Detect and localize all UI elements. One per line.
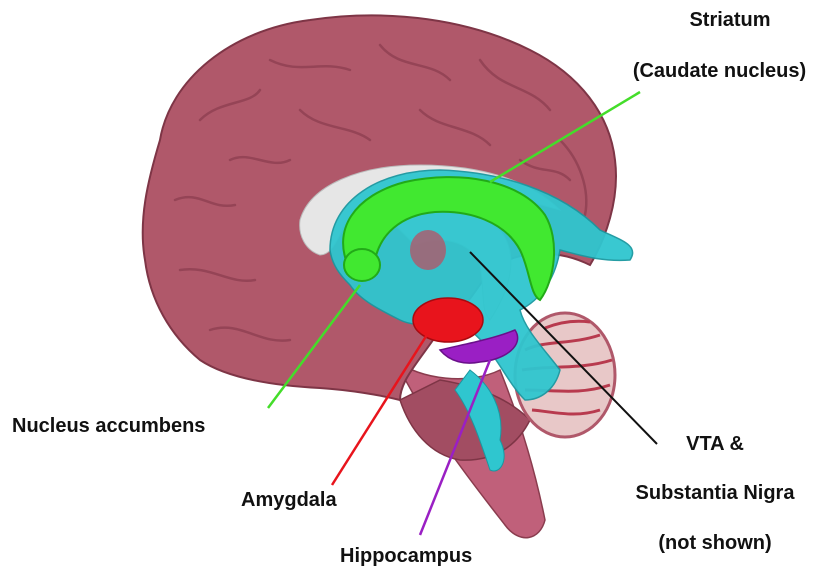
amygdala-label: Amygdala bbox=[241, 490, 337, 510]
striatum-label: Striatum bbox=[620, 10, 839, 30]
amygdala bbox=[413, 298, 483, 342]
striatum-label-line2: (Caudate nucleus) bbox=[600, 61, 839, 81]
striatum-label-line1: Striatum bbox=[620, 10, 839, 30]
vta-label-line1: VTA & bbox=[620, 434, 810, 454]
hippocampus-label: Hippocampus bbox=[340, 546, 472, 566]
vta-label-line3: (not shown) bbox=[620, 533, 810, 553]
interventricular-opening bbox=[410, 230, 446, 270]
nucleus-accumbens bbox=[344, 249, 380, 281]
vta-label-line2: Substantia Nigra bbox=[610, 483, 820, 503]
striatum-sublabel: (Caudate nucleus) bbox=[600, 61, 839, 81]
nucleus-accumbens-label: Nucleus accumbens bbox=[12, 416, 205, 436]
